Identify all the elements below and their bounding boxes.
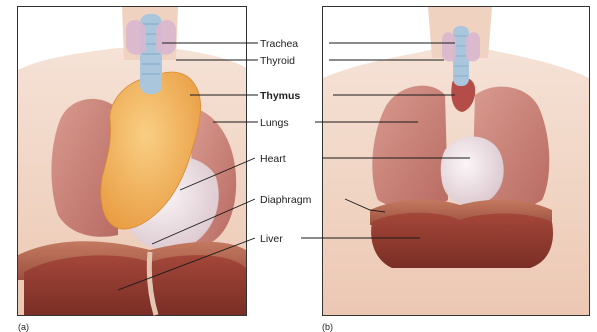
label-trachea: Trachea — [260, 38, 298, 50]
panel-a-liver — [24, 255, 246, 315]
label-lungs: Lungs — [260, 117, 289, 129]
label-heart: Heart — [260, 153, 286, 165]
panel-a-tag: (a) — [18, 322, 29, 332]
label-liver: Liver — [260, 233, 283, 245]
label-thymus: Thymus — [260, 90, 300, 102]
panel-b-heart — [441, 137, 504, 206]
panel-a — [18, 7, 247, 316]
label-diaphragm: Diaphragm — [260, 194, 312, 206]
label-thyroid: Thyroid — [260, 55, 295, 67]
panel-b-liver — [371, 213, 553, 268]
panel-b — [323, 7, 590, 316]
labels: Trachea Thyroid Thymus Lungs Heart Diaph… — [260, 38, 312, 245]
panel-b-tag: (b) — [322, 322, 333, 332]
